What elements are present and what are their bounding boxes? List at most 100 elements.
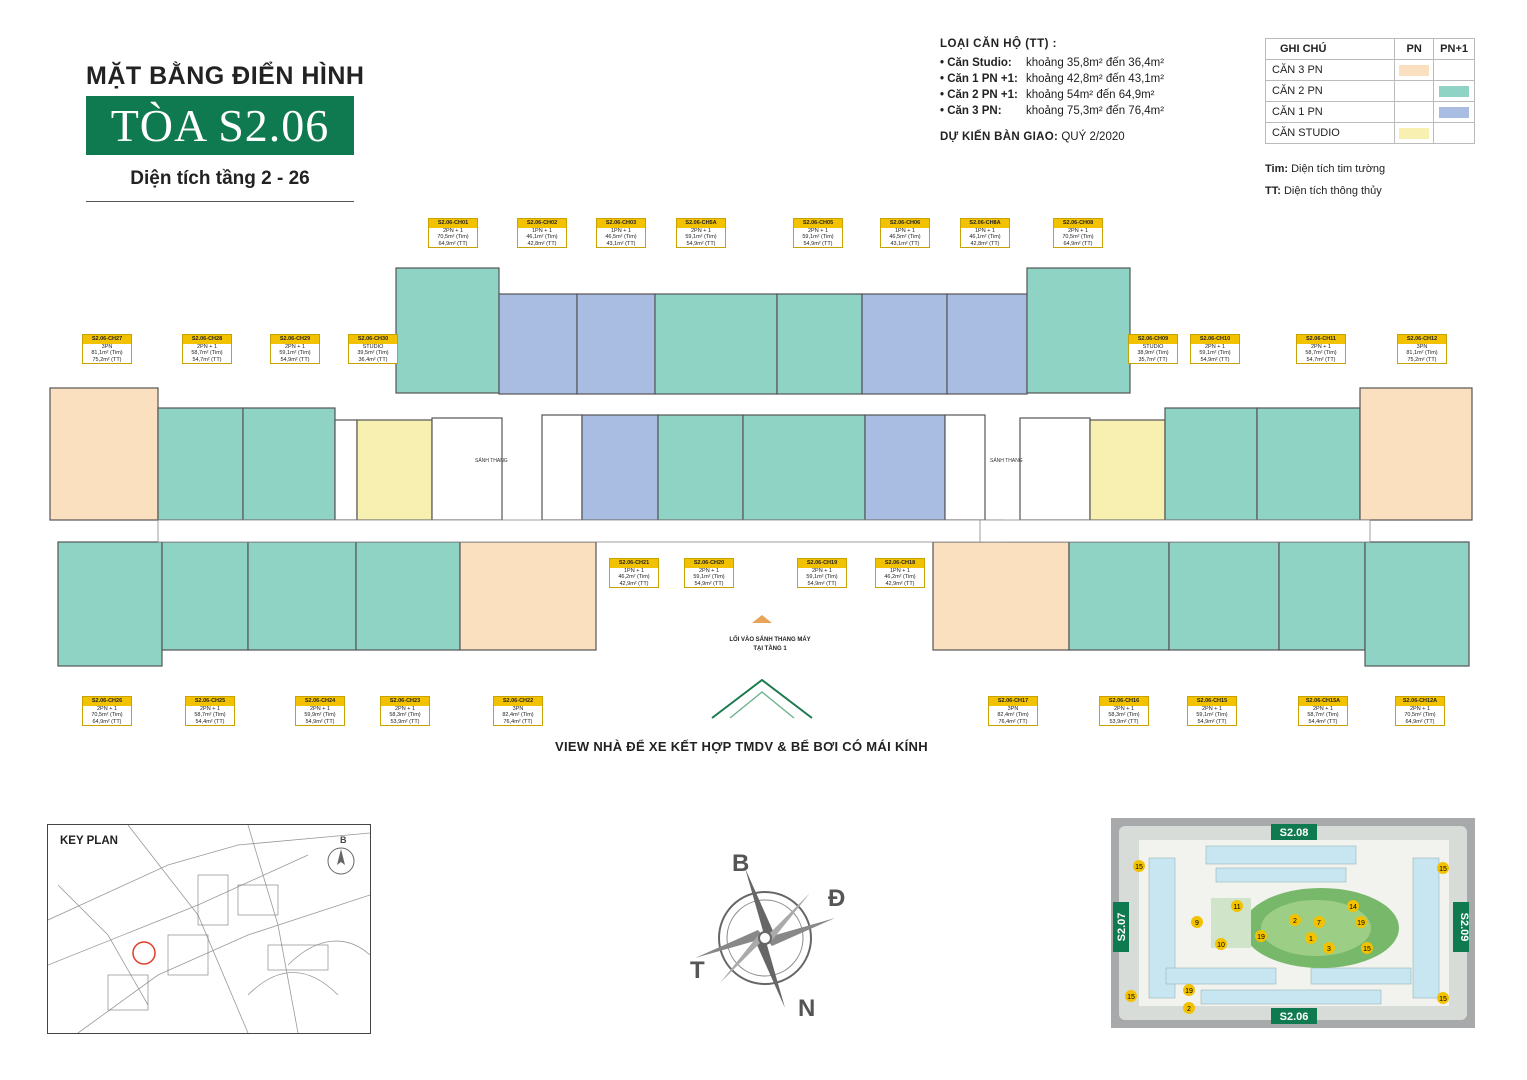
- amenity-marker: 15: [1437, 992, 1449, 1004]
- amenity-number: 15: [1439, 866, 1447, 873]
- unit-area-tim: 59,1m² (Tim): [1199, 350, 1231, 356]
- legend-label: CĂN 1 PN: [1264, 101, 1396, 123]
- unit-id: S2.06-CH01: [429, 219, 477, 228]
- unit-area-tim: 58,3m² (Tim): [1108, 712, 1140, 718]
- unit-area-tim: 58,7m² (Tim): [1305, 350, 1337, 356]
- unit-id: S2.06-CH11: [1297, 335, 1345, 344]
- compass-west: T: [690, 957, 705, 984]
- title-divider: [86, 201, 354, 202]
- entry-arrow-icon: [752, 615, 772, 623]
- amenity-marker: 19: [1183, 984, 1195, 996]
- unit-area-tt: 42,9m² (TT): [619, 580, 649, 587]
- unit-area-tt: 54,9m² (TT): [280, 356, 310, 363]
- unit-area-tim: 70,5m² (Tim): [437, 234, 469, 240]
- key-plan: B KEY PLAN: [47, 824, 371, 1034]
- unit-area-tt: 64,9m² (TT): [1405, 718, 1435, 725]
- legend-col-pn: PN: [1394, 38, 1435, 60]
- unit-type: 2PN + 1: [1312, 705, 1334, 712]
- unit-type: 1PN + 1: [623, 567, 645, 574]
- unit-area-tt: 54,9m² (TT): [803, 240, 833, 247]
- legend-col-note: GHI CHÚ: [1264, 38, 1396, 60]
- site-label-right: S2.09: [1458, 913, 1470, 942]
- amenity-marker: 15: [1133, 860, 1145, 872]
- compass-icon: [695, 868, 835, 1008]
- page-title-line: MẶT BẰNG ĐIỂN HÌNH: [86, 62, 365, 90]
- unit-id: S2.06-CH10: [1191, 335, 1239, 344]
- unit-type: 2PN + 1: [1113, 705, 1135, 712]
- unit-area-tim: 58,3m² (Tim): [389, 712, 421, 718]
- unit-area-tim: 70,5m² (Tim): [1062, 234, 1094, 240]
- unit-type: STUDIO: [1142, 343, 1164, 350]
- apartment-types: LOẠI CĂN HỘ (TT) : • Căn Studio:khoảng 3…: [940, 36, 1164, 119]
- unit-area-tim: 58,7m² (Tim): [1307, 712, 1339, 718]
- unit-id: S2.06-CH15: [1188, 697, 1236, 706]
- amenity-number: 19: [1185, 988, 1193, 995]
- unit-id: S2.06-CH29: [271, 335, 319, 344]
- legend-swatch-pn: [1394, 80, 1435, 102]
- unit-area-tt: 54,9m² (TT): [694, 580, 724, 587]
- amenity-marker: 15: [1361, 942, 1373, 954]
- unit-type: 2PN + 1: [284, 343, 306, 350]
- unit-type: 2PN + 1: [96, 705, 118, 712]
- amenity-number: 15: [1127, 994, 1135, 1001]
- unit-area-tt: 64,9m² (TT): [92, 718, 122, 725]
- unit-area-tim: 39,5m² (Tim): [357, 350, 389, 356]
- amenity-marker: 1: [1305, 932, 1317, 944]
- unit-type: 3PN: [1416, 343, 1428, 350]
- handover-info: DỰ KIẾN BÀN GIAO: QUÝ 2/2020: [940, 131, 1125, 143]
- unit-area-tt: 53,9m² (TT): [1109, 718, 1139, 725]
- key-plan-map: B: [48, 825, 370, 1033]
- legend-swatch-pn: [1394, 59, 1435, 81]
- legend-row: CĂN STUDIO: [1264, 122, 1475, 144]
- lower-left-wing: [57, 541, 597, 667]
- unit-type: 2PN + 1: [1067, 227, 1089, 234]
- compass-rose: B Đ N T: [690, 845, 850, 1025]
- unit-area-tt: 42,8m² (TT): [970, 240, 1000, 247]
- legend-swatch-pn1: [1433, 80, 1475, 102]
- unit-area-tim: 46,5m² (Tim): [889, 234, 921, 240]
- unit-id: S2.06-CH19: [798, 559, 846, 568]
- amenity-marker: 2: [1183, 1002, 1195, 1014]
- unit-area-tt: 42,9m² (TT): [885, 580, 915, 587]
- legend-row: CĂN 2 PN: [1264, 80, 1475, 102]
- amenity-marker: 11: [1231, 900, 1243, 912]
- compass-north: B: [732, 850, 750, 877]
- unit-area-tim: 46,5m² (Tim): [605, 234, 637, 240]
- unit-id: S2.06-CH15A: [1299, 697, 1347, 706]
- apartment-types-heading: LOẠI CĂN HỘ (TT) :: [940, 38, 1057, 50]
- unit-area-tt: 54,7m² (TT): [192, 356, 222, 363]
- unit-area-tim: 58,7m² (Tim): [194, 712, 226, 718]
- unit-id: S2.06-CH8A: [961, 219, 1009, 228]
- amenity-marker: 9: [1191, 916, 1203, 928]
- amenity-marker: 15: [1125, 990, 1137, 1002]
- amenity-number: 19: [1357, 920, 1365, 927]
- unit-area-tim: 81,1m² (Tim): [1406, 350, 1438, 356]
- unit-type: 3PN: [101, 343, 113, 350]
- type-row: • Căn 3 PN:khoảng 75,3m² đến 76,4m²: [940, 103, 1164, 119]
- unit-area-tt: 43,1m² (TT): [890, 240, 920, 247]
- unit-type: 2PN + 1: [807, 227, 829, 234]
- north-arrow-icon: [327, 847, 355, 875]
- upper-right-wing: [1019, 387, 1473, 521]
- unit-id: S2.06-CH27: [83, 335, 131, 344]
- type-row: • Căn 1 PN +1:khoảng 42,8m² đến 43,1m²: [940, 71, 1164, 87]
- elevator-entry-label: LỐI VÀO SẢNH THANG MÁY TẠI TẦNG 1: [729, 637, 811, 652]
- unit-area-tt: 76,4m² (TT): [998, 718, 1028, 725]
- unit-id: S2.06-CH03: [597, 219, 645, 228]
- unit-id: S2.06-CH20: [685, 559, 733, 568]
- unit-id: S2.06-CH06: [881, 219, 929, 228]
- unit-id: S2.06-CH22: [494, 697, 542, 706]
- type-row: • Căn Studio:khoảng 35,8m² đến 36,4m²: [940, 55, 1164, 71]
